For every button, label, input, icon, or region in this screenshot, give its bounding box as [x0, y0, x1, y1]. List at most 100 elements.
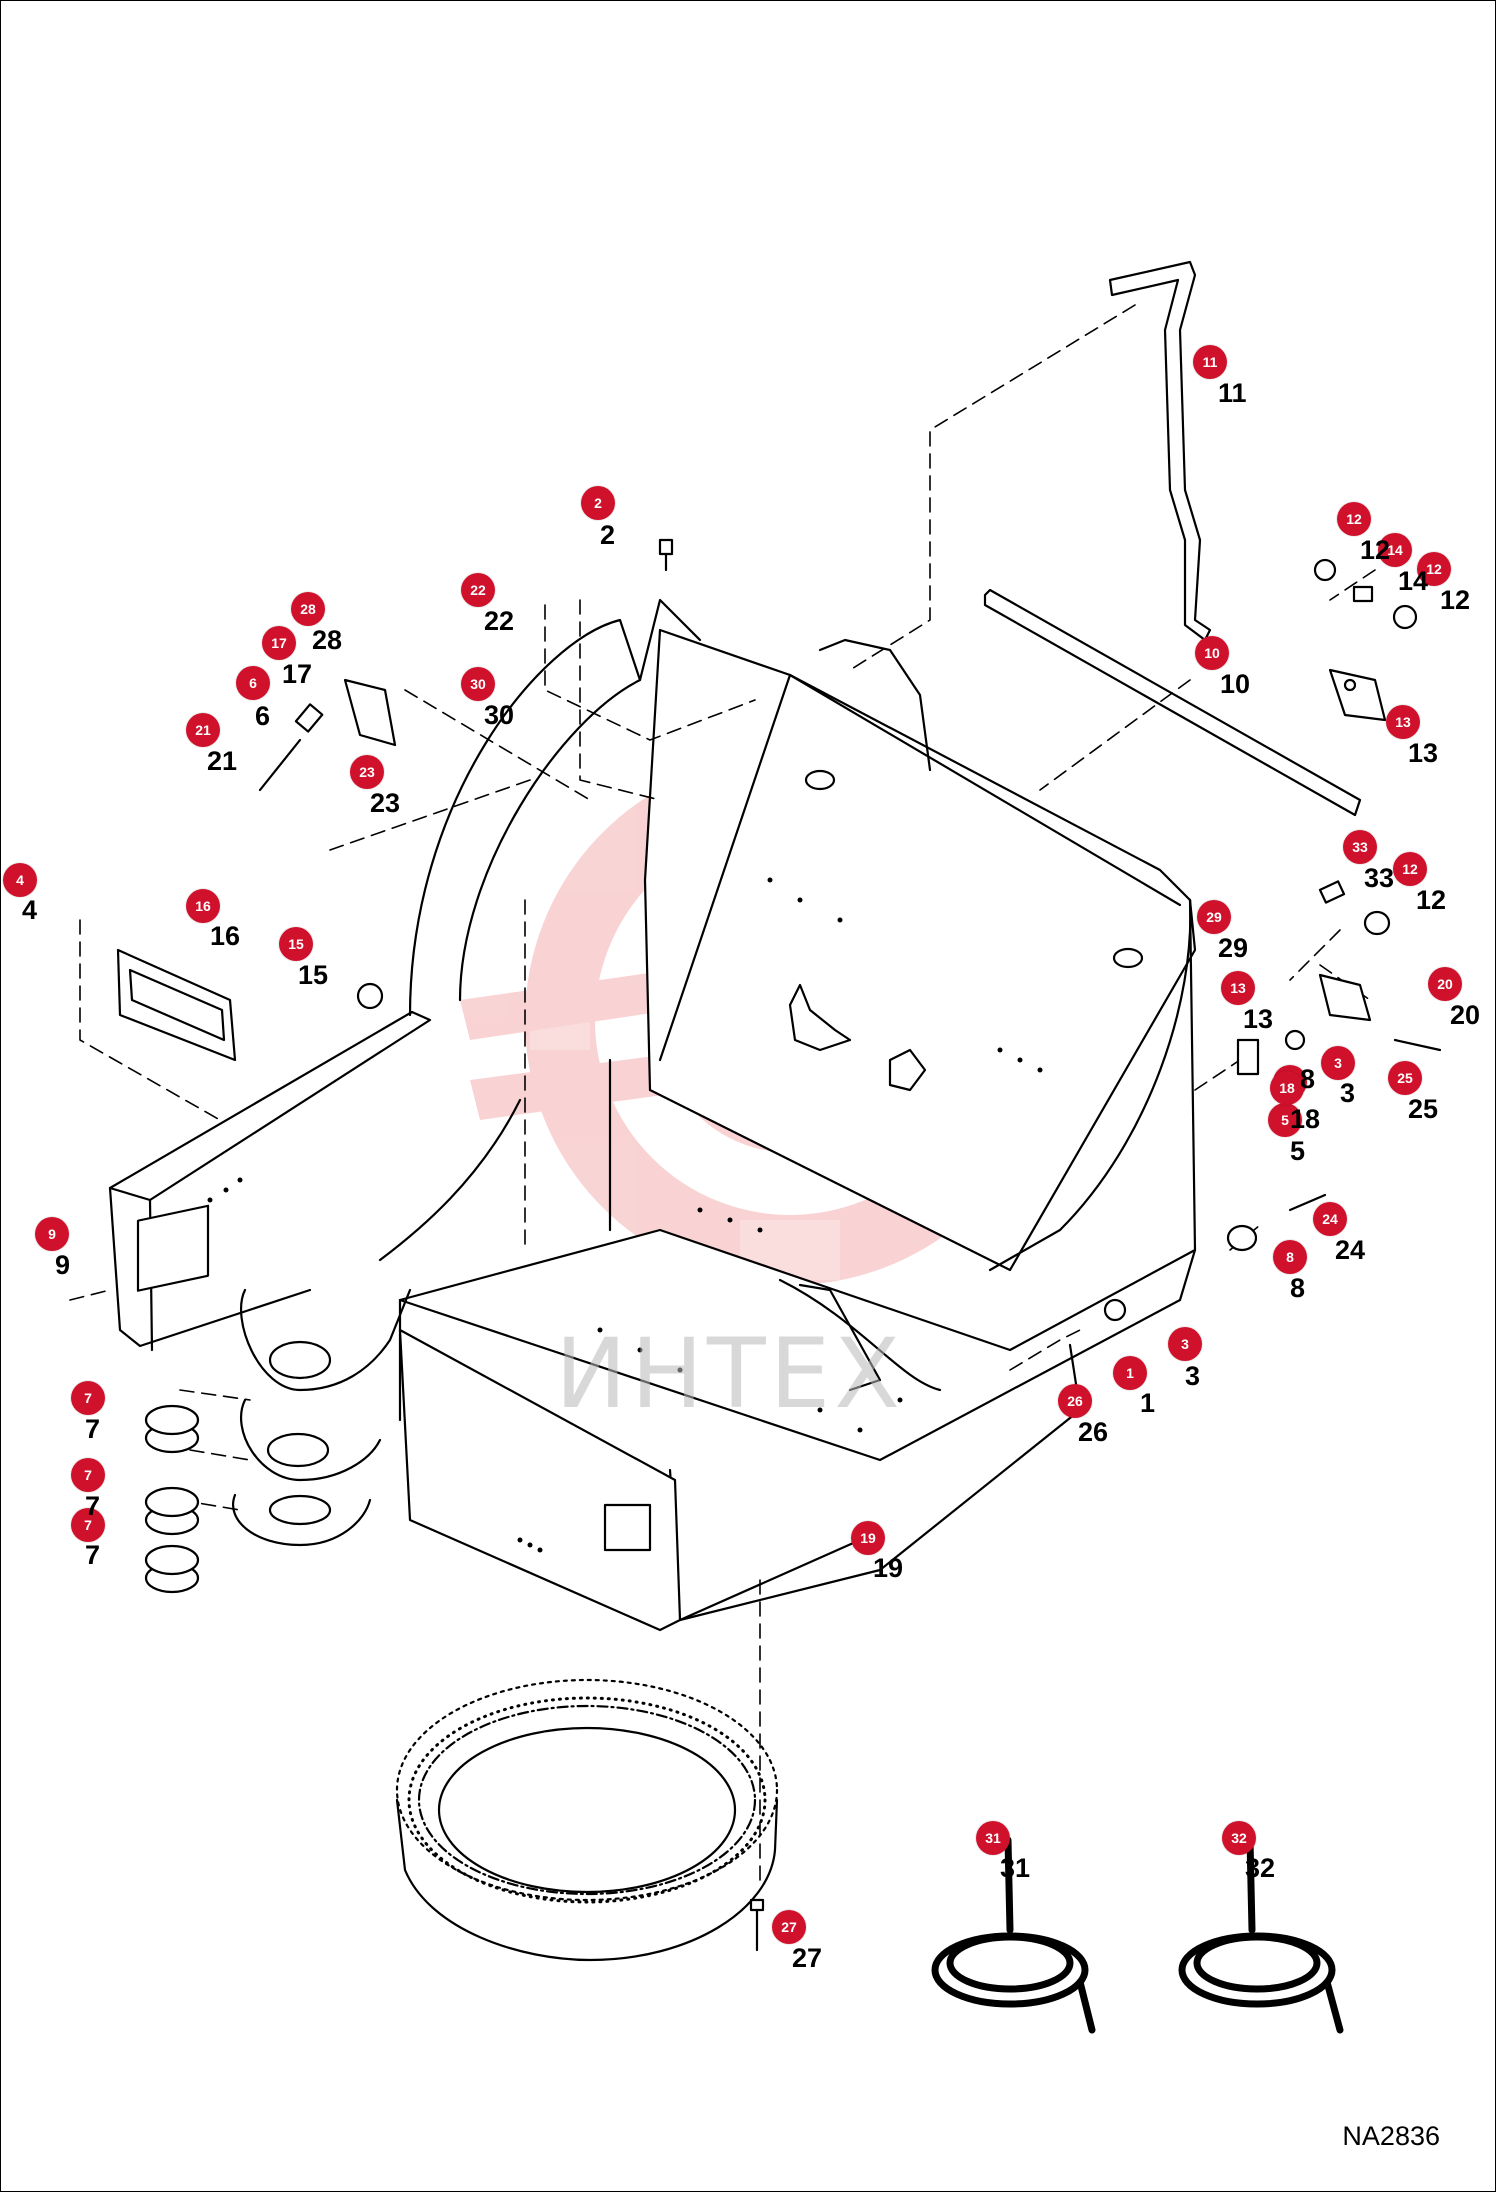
part-label-31: 31: [1000, 1853, 1031, 1883]
callout-13[interactable]: 13: [1386, 705, 1420, 739]
part-label-25: 25: [1408, 1094, 1439, 1124]
callout-26[interactable]: 26: [1058, 1384, 1092, 1418]
part-label-3: 3: [1185, 1361, 1201, 1391]
part-label-29: 29: [1218, 933, 1249, 963]
part-label-2: 2: [600, 520, 616, 550]
bushing-33: [1318, 880, 1346, 904]
callout-33[interactable]: 33: [1343, 830, 1377, 864]
callout-17[interactable]: 17: [262, 626, 296, 660]
callout-23[interactable]: 23: [350, 755, 384, 789]
wire-loom: [1108, 260, 1212, 642]
part-label-24: 24: [1335, 1235, 1366, 1265]
part-label-7: 7: [85, 1540, 101, 1570]
rubber-mount-8: [1226, 1224, 1258, 1252]
callout-27[interactable]: 27: [772, 1910, 806, 1944]
part-label-15: 15: [298, 960, 329, 990]
part-label-7: 7: [85, 1491, 101, 1521]
part-label-22: 22: [484, 606, 515, 636]
callout-12[interactable]: 12: [1417, 552, 1451, 586]
part-label-16: 16: [210, 921, 241, 951]
bracket-17: [343, 678, 397, 747]
part-label-13: 13: [1408, 738, 1439, 768]
callout-6[interactable]: 6: [236, 666, 270, 700]
part-label-4: 4: [22, 895, 38, 925]
callout-32[interactable]: 32: [1222, 1821, 1256, 1855]
bracket-13-bottom: [1318, 973, 1372, 1022]
callout-12[interactable]: 12: [1337, 502, 1371, 536]
callout-30[interactable]: 30: [461, 667, 495, 701]
part-label-13: 13: [1243, 1004, 1274, 1034]
callout-12[interactable]: 12: [1393, 852, 1427, 886]
part-label-8: 8: [1290, 1273, 1306, 1303]
part-label-32: 32: [1245, 1853, 1276, 1883]
part-label-28: 28: [312, 625, 343, 655]
callout-7[interactable]: 7: [71, 1381, 105, 1415]
part-label-30: 30: [484, 700, 515, 730]
part-label-5: 5: [1290, 1136, 1306, 1166]
washer-15: [356, 982, 384, 1010]
bushing-7: [144, 1404, 200, 1594]
callout-2[interactable]: 2: [581, 486, 615, 520]
callout-3[interactable]: 3: [1168, 1327, 1202, 1361]
plate-18: [1236, 1038, 1260, 1076]
callout-1[interactable]: 1: [1113, 1356, 1147, 1390]
bushing-14: [1352, 585, 1374, 603]
callout-18[interactable]: 18: [1270, 1071, 1304, 1105]
part-label-27: 27: [792, 1943, 823, 1973]
part-label-17: 17: [282, 659, 313, 689]
part-label-1: 1: [1140, 1388, 1156, 1418]
washer-3: [1103, 1029, 1306, 1322]
callout-19[interactable]: 19: [851, 1521, 885, 1555]
part-label-12: 12: [1440, 585, 1471, 615]
part-label-23: 23: [370, 788, 401, 818]
part-label-33: 33: [1364, 863, 1395, 893]
bolt-2: [658, 538, 674, 572]
part-label-21: 21: [207, 746, 238, 776]
bolt-25: [1393, 1038, 1442, 1052]
callout-7[interactable]: 7: [71, 1458, 105, 1492]
callout-16[interactable]: 16: [186, 889, 220, 923]
callout-11[interactable]: 11: [1193, 345, 1227, 379]
callout-8[interactable]: 8: [1273, 1240, 1307, 1274]
hose-32: [1178, 1836, 1344, 2034]
part-label-19: 19: [873, 1553, 904, 1583]
callout-5[interactable]: 5: [1268, 1103, 1302, 1137]
hose-31: [931, 1836, 1096, 2034]
callout-28[interactable]: 28: [291, 592, 325, 626]
part-label-14: 14: [1398, 566, 1429, 596]
diagram-code: NA2836: [1342, 2121, 1440, 2151]
callout-10[interactable]: 10: [1195, 636, 1229, 670]
callout-21[interactable]: 21: [186, 713, 220, 747]
upper-frame-weldment: [108, 598, 1197, 1632]
callout-29[interactable]: 29: [1197, 900, 1231, 934]
part-label-12: 12: [1416, 885, 1447, 915]
callout-25[interactable]: 25: [1388, 1061, 1422, 1095]
part-label-18: 18: [1290, 1104, 1321, 1134]
part-label-6: 6: [255, 701, 271, 731]
bracket-13-top: [1328, 668, 1387, 722]
pin-21: [258, 703, 324, 792]
callout-9[interactable]: 9: [35, 1217, 69, 1251]
part-label-20: 20: [1450, 1000, 1481, 1030]
callout-14[interactable]: 14: [1378, 533, 1412, 567]
swing-bearing-ring: [395, 1678, 779, 1962]
grab-handle-16: [116, 948, 237, 1062]
part-label-26: 26: [1078, 1417, 1109, 1447]
bolt-27: [749, 1898, 765, 1952]
bolt-24: [1288, 1193, 1327, 1212]
watermark-text: ИНТЕХ: [555, 1318, 905, 1430]
callout-15[interactable]: 15: [279, 927, 313, 961]
callout-7[interactable]: 7: [71, 1508, 105, 1542]
part-label-3: 3: [1340, 1078, 1356, 1108]
callout-3[interactable]: 3: [1321, 1046, 1355, 1080]
callout-13[interactable]: 13: [1221, 971, 1255, 1005]
part-label-7: 7: [85, 1414, 101, 1444]
washer-12: [1313, 558, 1418, 936]
callout-22[interactable]: 22: [461, 573, 495, 607]
callout-4[interactable]: 4: [3, 863, 37, 897]
callout-24[interactable]: 24: [1313, 1202, 1347, 1236]
callout-31[interactable]: 31: [976, 1821, 1010, 1855]
part-label-10: 10: [1220, 669, 1251, 699]
callout-20[interactable]: 20: [1428, 967, 1462, 1001]
